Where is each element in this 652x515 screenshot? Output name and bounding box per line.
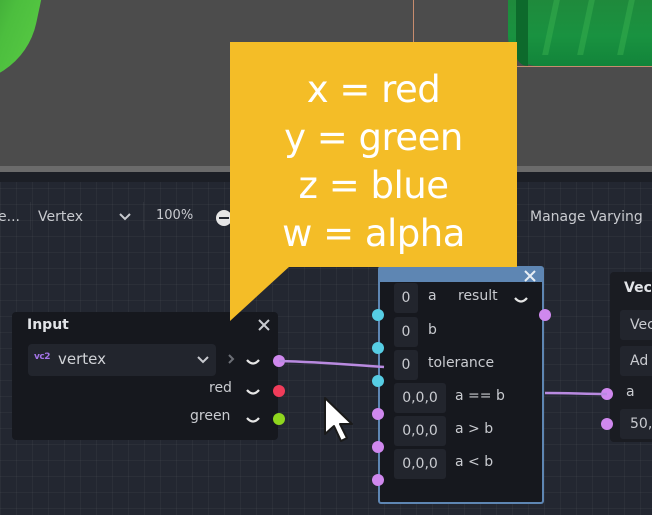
output-port-result[interactable]	[539, 309, 551, 321]
input-select-value: vertex	[58, 350, 106, 368]
input-port-b[interactable]	[372, 342, 384, 354]
input-select[interactable]: vc2 vertex	[28, 344, 216, 376]
output-port-red[interactable]	[273, 385, 285, 397]
input-field-a-greater-b[interactable]: 0,0,0	[394, 416, 446, 446]
chevron-down-icon	[197, 356, 209, 364]
vector-type-dropdown[interactable]: Vec	[620, 310, 652, 340]
input-field-b[interactable]: 0	[394, 317, 418, 347]
sticky-line: y = green	[284, 116, 463, 159]
expand-output-icon[interactable]	[246, 416, 260, 426]
input-label-a-greater-b: a > b	[455, 421, 494, 437]
input-label-a-equals-b: a == b	[455, 388, 505, 404]
sticky-line: z = blue	[298, 164, 449, 207]
sticky-note-tail	[230, 266, 290, 321]
toolbar-separator	[30, 202, 31, 230]
output-label-green: green	[190, 408, 231, 424]
output-port-green[interactable]	[273, 413, 285, 425]
vector-type-icon: vc2	[34, 352, 50, 362]
input-label-a: a	[626, 384, 635, 400]
sticky-note[interactable]	[230, 42, 517, 267]
plant-sprite	[508, 0, 652, 66]
compare-node[interactable]: 0 a result 0 b 0 tolerance 0,0,0 a == b …	[378, 282, 544, 504]
output-label-result: result	[458, 288, 498, 304]
shader-type-dropdown[interactable]: Vertex	[38, 209, 84, 225]
input-port-a-less-b[interactable]	[372, 474, 384, 486]
input-label-tolerance: tolerance	[428, 355, 495, 371]
vector-node[interactable]: Vec Vec Ad a 50,	[610, 272, 652, 442]
close-icon[interactable]	[256, 317, 272, 333]
input-port-a-greater-b[interactable]	[372, 441, 384, 453]
manage-varyings-button[interactable]: Manage Varying	[530, 209, 643, 225]
sticky-line: w = alpha	[282, 212, 465, 255]
zoom-out-icon[interactable]	[216, 210, 232, 226]
chevron-right-icon[interactable]	[226, 352, 236, 366]
sticky-note-text: x = red y = green z = blue w = alpha	[230, 66, 517, 258]
close-icon[interactable]	[522, 268, 538, 284]
expand-output-icon[interactable]	[246, 388, 260, 398]
vector-input-port-b[interactable]	[601, 418, 613, 430]
input-field-a-equals-b[interactable]: 0,0,0	[394, 383, 446, 413]
input-label-a-less-b: a < b	[455, 454, 494, 470]
input-port-tolerance[interactable]	[372, 375, 384, 387]
toolbar-separator	[143, 202, 144, 230]
output-port-vertex[interactable]	[273, 355, 285, 367]
input-label-b: b	[428, 322, 437, 338]
node-title: Input	[27, 317, 69, 333]
mouse-cursor-icon	[324, 397, 353, 442]
expand-output-icon[interactable]	[514, 296, 528, 306]
input-field-a-less-b[interactable]: 0,0,0	[394, 449, 446, 479]
vector-op-dropdown[interactable]: Ad	[620, 346, 652, 376]
compare-node-header[interactable]	[378, 266, 544, 284]
input-label-a: a	[428, 288, 437, 304]
input-field-a[interactable]: 0	[394, 283, 418, 313]
input-port-a-equals-b[interactable]	[372, 408, 384, 420]
input-field-b[interactable]: 50,	[620, 409, 652, 439]
toolbar-truncated-item[interactable]: e...	[0, 209, 20, 225]
guide-line-vertical	[413, 0, 414, 42]
input-node[interactable]: Input vc2 vertex red green	[12, 312, 278, 440]
input-port-a[interactable]	[372, 309, 384, 321]
zoom-level[interactable]: 100%	[156, 208, 194, 223]
guide-line-horizontal	[508, 66, 652, 67]
input-field-tolerance[interactable]: 0	[394, 350, 418, 380]
sticky-line: x = red	[306, 68, 441, 111]
chevron-down-icon[interactable]	[118, 210, 132, 224]
node-title: Vec	[624, 280, 652, 296]
output-label-red: red	[209, 380, 232, 396]
expand-output-icon[interactable]	[246, 358, 260, 368]
plant-leaf-left	[0, 0, 48, 97]
vector-input-port-a[interactable]	[601, 388, 613, 400]
